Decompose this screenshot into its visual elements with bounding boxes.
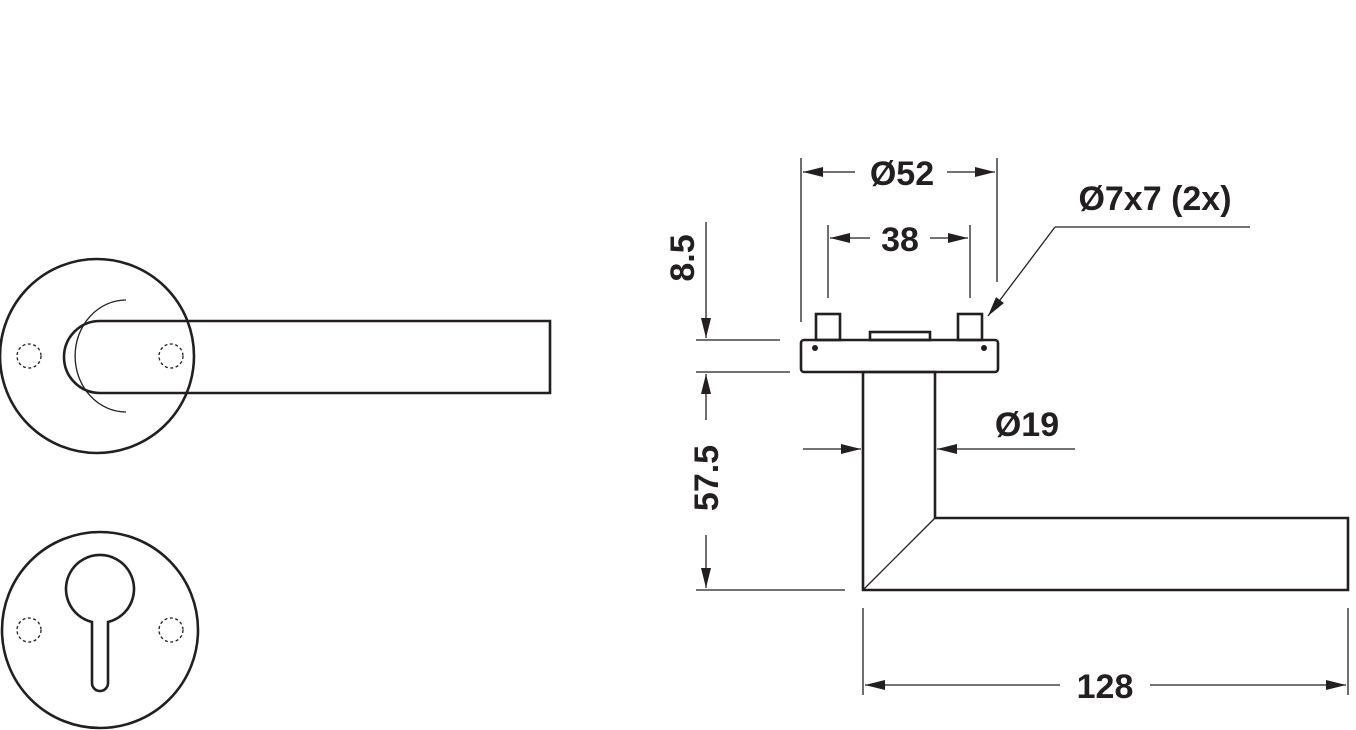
front-view-escutcheon	[0, 530, 200, 730]
dimension-lever-length: 128	[862, 608, 1349, 706]
dimension-rose-height: 8.5	[664, 222, 790, 420]
pin-size-label: Ø7x7 (2x)	[1078, 180, 1231, 218]
rivet-right	[981, 345, 987, 351]
screw-hole-right	[158, 617, 184, 643]
screw-hole-right	[158, 343, 184, 369]
dimension-fixing-distance: 38	[827, 221, 971, 298]
dimension-lever-height: 57.5	[688, 445, 845, 591]
fixing-pin-right	[956, 312, 984, 342]
rose-height-label: 8.5	[664, 234, 702, 281]
rose-plate	[799, 338, 1000, 374]
rose-outline	[0, 257, 196, 455]
neck-diameter-label: Ø19	[995, 406, 1059, 444]
lever-length-label: 128	[1077, 668, 1134, 706]
lever-handle	[62, 319, 552, 395]
rose-diameter-label: Ø52	[870, 155, 934, 193]
dimension-rose-diameter: Ø52	[800, 155, 998, 322]
rivet-left	[812, 345, 818, 351]
screw-hole-left	[16, 343, 42, 369]
dimension-neck-diameter: Ø19	[803, 406, 1075, 454]
lever-height-label: 57.5	[688, 445, 726, 511]
keyhole-profile-cylinder	[64, 553, 136, 693]
screw-hole-left	[16, 617, 42, 643]
lever-body	[861, 370, 1350, 592]
rose-inner-step	[74, 299, 127, 413]
dimension-pin-size: Ø7x7 (2x)	[987, 180, 1250, 317]
fixing-distance-label: 38	[881, 221, 919, 259]
mitre-line	[862, 517, 936, 591]
side-view-lever	[799, 312, 1350, 592]
fixing-pin-left	[814, 312, 842, 342]
escutcheon-outline	[0, 530, 200, 730]
front-view-lever-rose	[0, 257, 552, 455]
